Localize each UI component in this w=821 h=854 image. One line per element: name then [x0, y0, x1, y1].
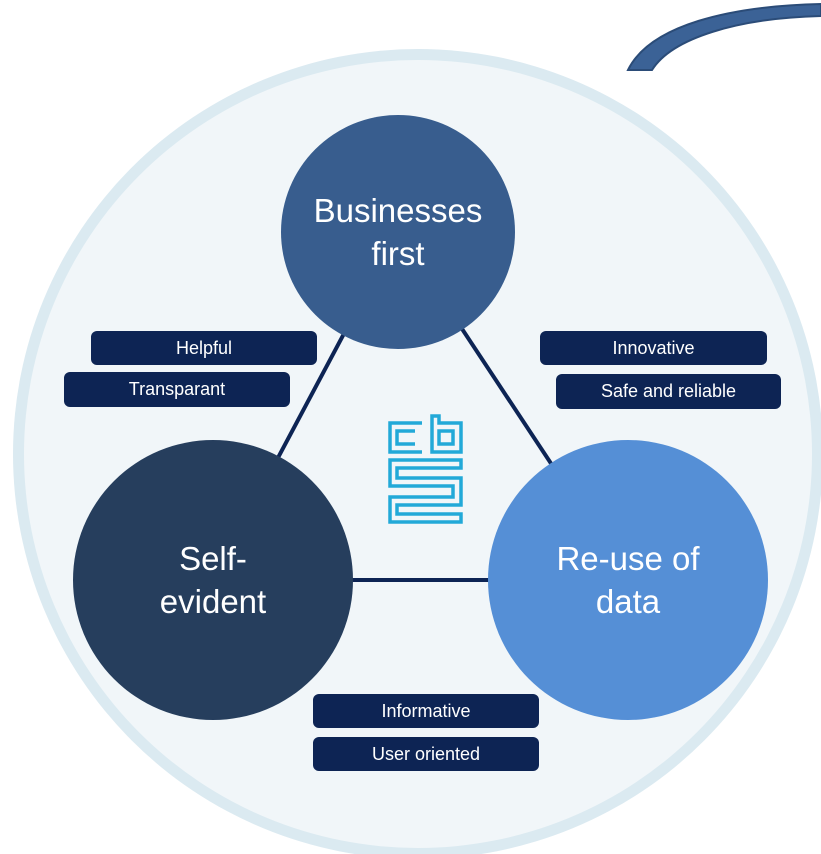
tag-helpful: Helpful [91, 331, 317, 365]
node-left-circle [73, 440, 353, 720]
tag-informative: Informative [313, 694, 539, 728]
tag-transparant: Transparant [64, 372, 290, 407]
node-right-label: Re-use of data [556, 540, 700, 620]
tag-innovative: Innovative [540, 331, 767, 365]
cbs-logo-icon [388, 414, 463, 524]
node-top-label: Businesses first [313, 192, 483, 272]
node-left-label: Self- evident [159, 540, 267, 620]
tag-user-oriented: User oriented [313, 737, 539, 771]
node-top-circle [281, 115, 515, 349]
tag-safe-reliable: Safe and reliable [556, 374, 781, 409]
node-right-circle [488, 440, 768, 720]
decorative-arc-icon [626, 2, 821, 71]
